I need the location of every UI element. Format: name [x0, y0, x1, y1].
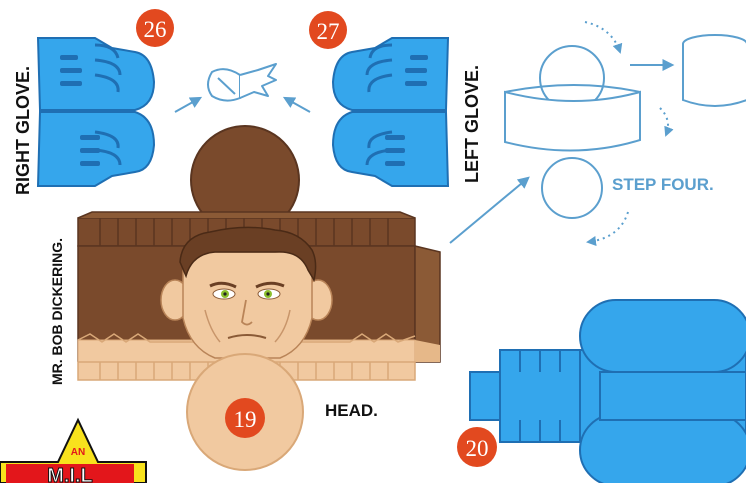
- character-name-label: MR. BOB DICKERING.: [49, 238, 65, 385]
- piece-badge-19: 19: [225, 398, 265, 438]
- right-glove-label: RIGHT GLOVE.: [13, 66, 33, 195]
- step-four-diagram: [450, 22, 746, 243]
- badge-number-19: 19: [234, 407, 257, 432]
- corner-logo: AN M.I.L: [0, 420, 146, 483]
- badge-number-27: 27: [317, 19, 340, 44]
- glove-assembly-diagram: [175, 64, 310, 112]
- badge-number-20: 20: [466, 436, 489, 461]
- piece-badge-27: 27: [309, 11, 347, 49]
- left-glove-piece[interactable]: [333, 38, 448, 186]
- logo-small-text: AN: [71, 447, 85, 458]
- head-label: HEAD.: [325, 401, 378, 420]
- piece-badge-26: 26: [136, 9, 174, 47]
- piece-badge-20: 20: [457, 427, 497, 467]
- logo-big-text: M.I.L: [47, 465, 93, 483]
- left-glove-label: LEFT GLOVE.: [462, 65, 482, 183]
- body-piece[interactable]: [470, 300, 746, 483]
- right-glove-piece[interactable]: [38, 38, 154, 186]
- badge-number-26: 26: [144, 17, 167, 42]
- step-four-label: STEP FOUR.: [612, 175, 714, 194]
